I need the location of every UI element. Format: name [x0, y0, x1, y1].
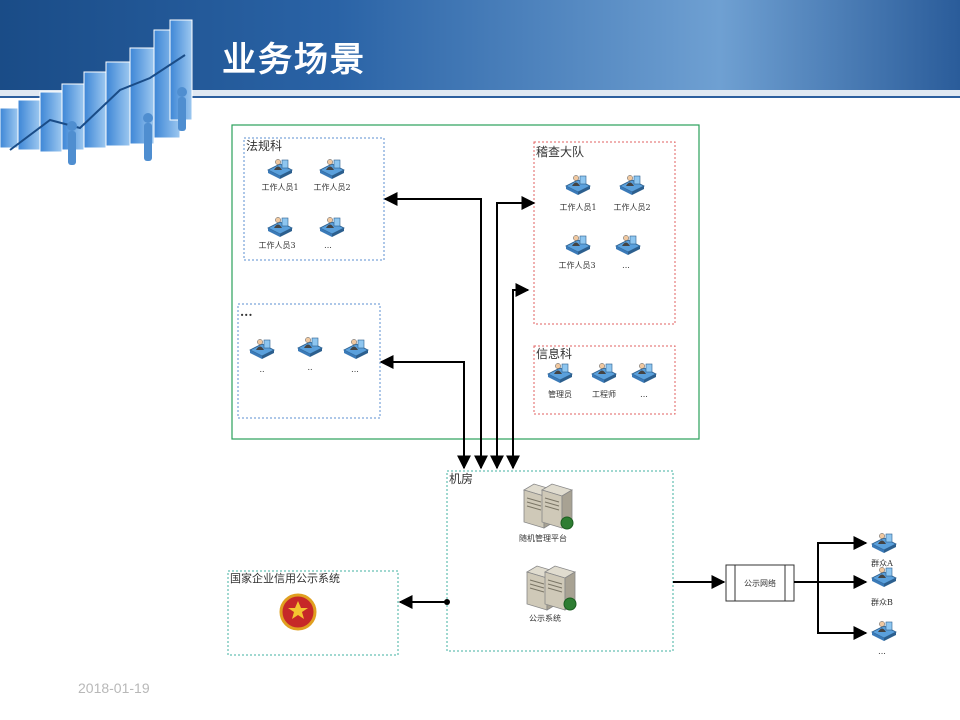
- inspection-team-box: [533, 141, 676, 325]
- public-network-label: 公示网络: [744, 578, 776, 588]
- staff-label: ..: [259, 365, 264, 374]
- staff-icon: [547, 362, 573, 384]
- globe-icon: [563, 597, 577, 611]
- connector-legal-dept: [383, 192, 488, 470]
- server-room-box: [446, 470, 674, 652]
- staff-icon: [267, 216, 293, 238]
- staff-icon: [343, 338, 369, 360]
- staff-label: 工作人员3: [258, 240, 295, 250]
- staff-icon: [631, 362, 657, 384]
- inspection-team-title: 稽查大队: [536, 144, 584, 159]
- national-system-box: [227, 570, 399, 656]
- staff-label: 工作人员1: [559, 202, 596, 212]
- staff-icon: [591, 362, 617, 384]
- staff-icon: [619, 174, 645, 196]
- staff-icon: [267, 158, 293, 180]
- staff-icon: [249, 338, 275, 360]
- national-system-title: 国家企业信用公示系统: [230, 571, 340, 585]
- citizen-label: 群众B: [871, 597, 893, 607]
- staff-icon: [319, 158, 345, 180]
- server-label: 随机管理平台: [519, 533, 567, 543]
- citizen-label: 群众A: [871, 558, 893, 568]
- bar-chart-people-logo: [0, 19, 193, 165]
- server-room-title: 机房: [449, 471, 473, 486]
- connector-citizen-more: [817, 582, 868, 640]
- connector-citizen-a: [817, 536, 868, 582]
- server-label: 公示系统: [529, 613, 561, 623]
- other-dept-title: ...: [240, 305, 253, 319]
- staff-label: 工作人员2: [313, 182, 350, 192]
- staff-icon: [297, 336, 323, 358]
- staff-label: ...: [640, 390, 648, 399]
- department-container: [231, 124, 700, 440]
- connector-other-dept: [379, 355, 471, 470]
- header-divider: [0, 90, 960, 96]
- slide-title: 业务场景: [222, 40, 366, 80]
- citizen-icon: [871, 532, 897, 554]
- staff-label: 工作人员3: [558, 260, 595, 270]
- connector-inspection-team: [490, 196, 536, 470]
- staff-icon: [565, 174, 591, 196]
- connector-dot: [444, 599, 450, 605]
- globe-icon: [560, 516, 574, 530]
- staff-label: ...: [622, 261, 630, 270]
- staff-label: 工作人员2: [613, 202, 650, 212]
- citizen-label: ...: [878, 647, 886, 656]
- staff-label: ...: [351, 365, 359, 374]
- connector-info-dept: [506, 283, 530, 470]
- staff-label: ..: [307, 363, 312, 372]
- staff-icon: [615, 234, 641, 256]
- header-divider-dark: [0, 96, 960, 98]
- slide-date: 2018-01-19: [78, 680, 150, 696]
- other-dept-box: [237, 303, 381, 419]
- national-emblem-icon: [279, 593, 317, 631]
- legal-dept-title: 法规科: [246, 138, 282, 153]
- citizen-icon: [871, 620, 897, 642]
- staff-label: ...: [324, 241, 332, 250]
- staff-label: 管理员: [548, 389, 572, 399]
- staff-icon: [319, 216, 345, 238]
- public-network-box: [725, 564, 795, 602]
- staff-label: 工程师: [592, 389, 616, 399]
- staff-label: 工作人员1: [261, 182, 298, 192]
- info-dept-title: 信息科: [536, 346, 572, 361]
- staff-icon: [565, 234, 591, 256]
- citizen-icon: [871, 566, 897, 588]
